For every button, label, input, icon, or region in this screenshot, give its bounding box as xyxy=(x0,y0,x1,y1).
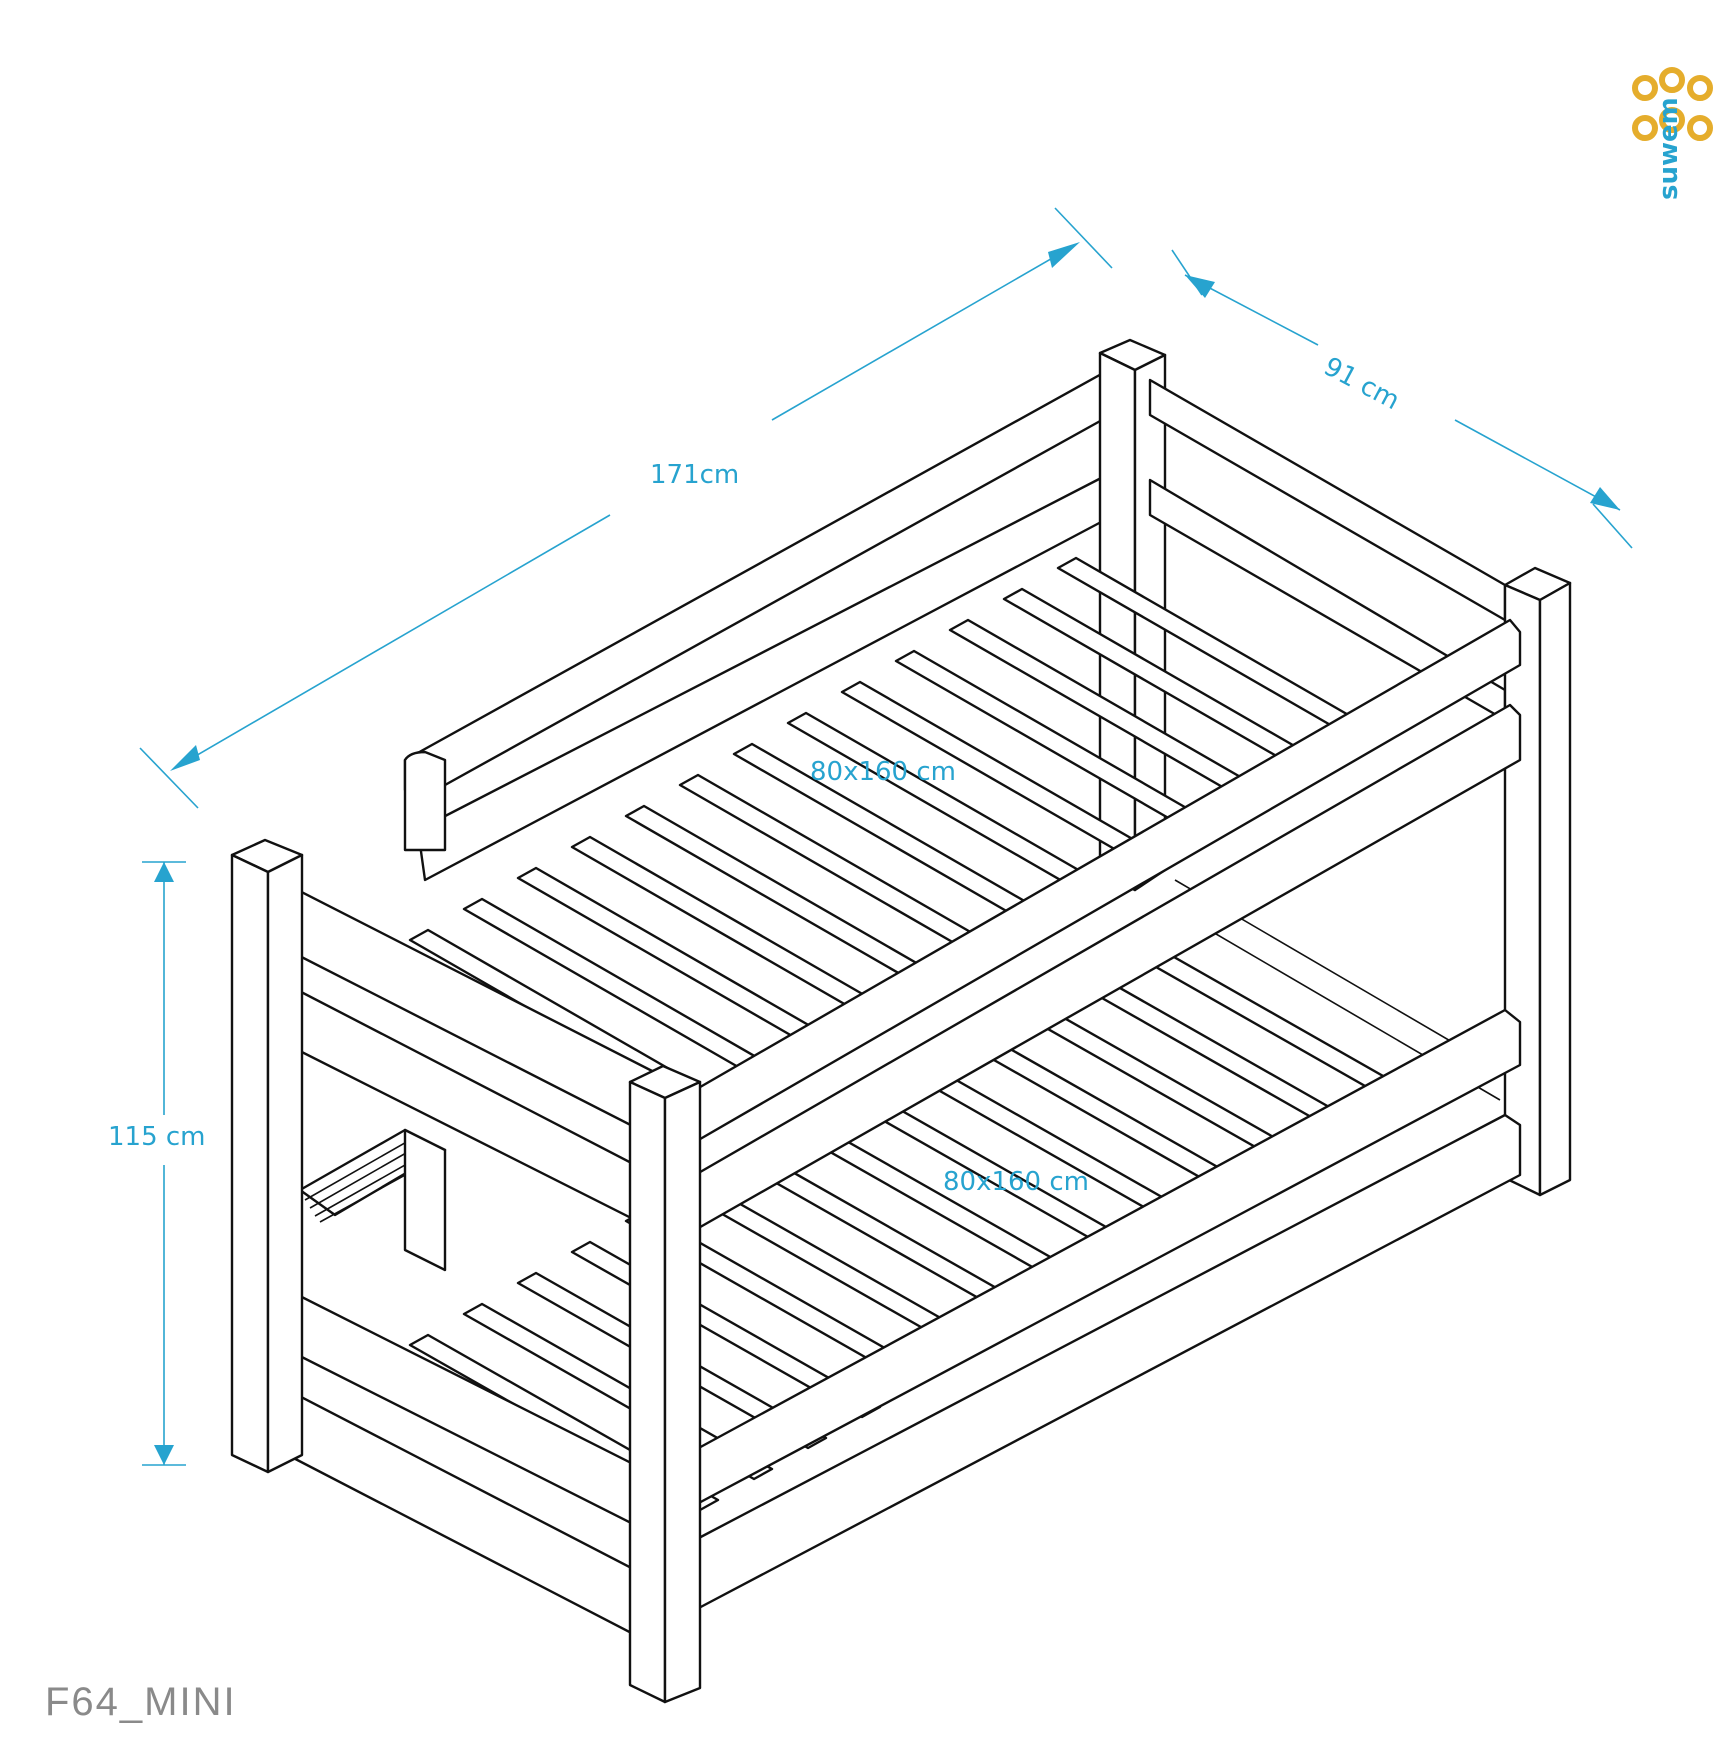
dimension-width: 91 cm xyxy=(1171,249,1633,549)
height-label: 115 cm xyxy=(108,1122,206,1152)
back-upper-rail xyxy=(403,370,1122,802)
suwem-logo: suwem xyxy=(1632,67,1713,200)
front-left-post xyxy=(230,838,304,1474)
upper-mattress-label: 80x160 cm xyxy=(810,757,956,787)
bunk-bed-outline xyxy=(230,338,1572,1704)
back-right-post xyxy=(1098,338,1167,892)
front-center-post xyxy=(628,1064,702,1704)
back-left-post-top xyxy=(403,750,447,852)
logo-circle xyxy=(1687,115,1713,141)
lower-slats xyxy=(408,930,1422,1512)
length-label: 171cm xyxy=(650,460,739,490)
logo-circle xyxy=(1659,107,1685,133)
logo-circle xyxy=(1632,75,1658,101)
lower-mattress-label: 80x160 cm xyxy=(943,1167,1089,1197)
logo-circle xyxy=(1687,75,1713,101)
logo-circle xyxy=(1632,115,1658,141)
ladder xyxy=(298,1128,447,1272)
logo-circles-icon xyxy=(1632,67,1713,141)
width-label: 91 cm xyxy=(1319,352,1405,417)
brand-name: suwem xyxy=(1654,97,1684,200)
upper-slats xyxy=(408,556,1373,1112)
logo-circle xyxy=(1659,67,1685,93)
dimension-height: 115 cm xyxy=(108,861,206,1466)
product-code: F64_MINI xyxy=(45,1680,237,1724)
dimension-length: 171cm xyxy=(139,207,1113,809)
